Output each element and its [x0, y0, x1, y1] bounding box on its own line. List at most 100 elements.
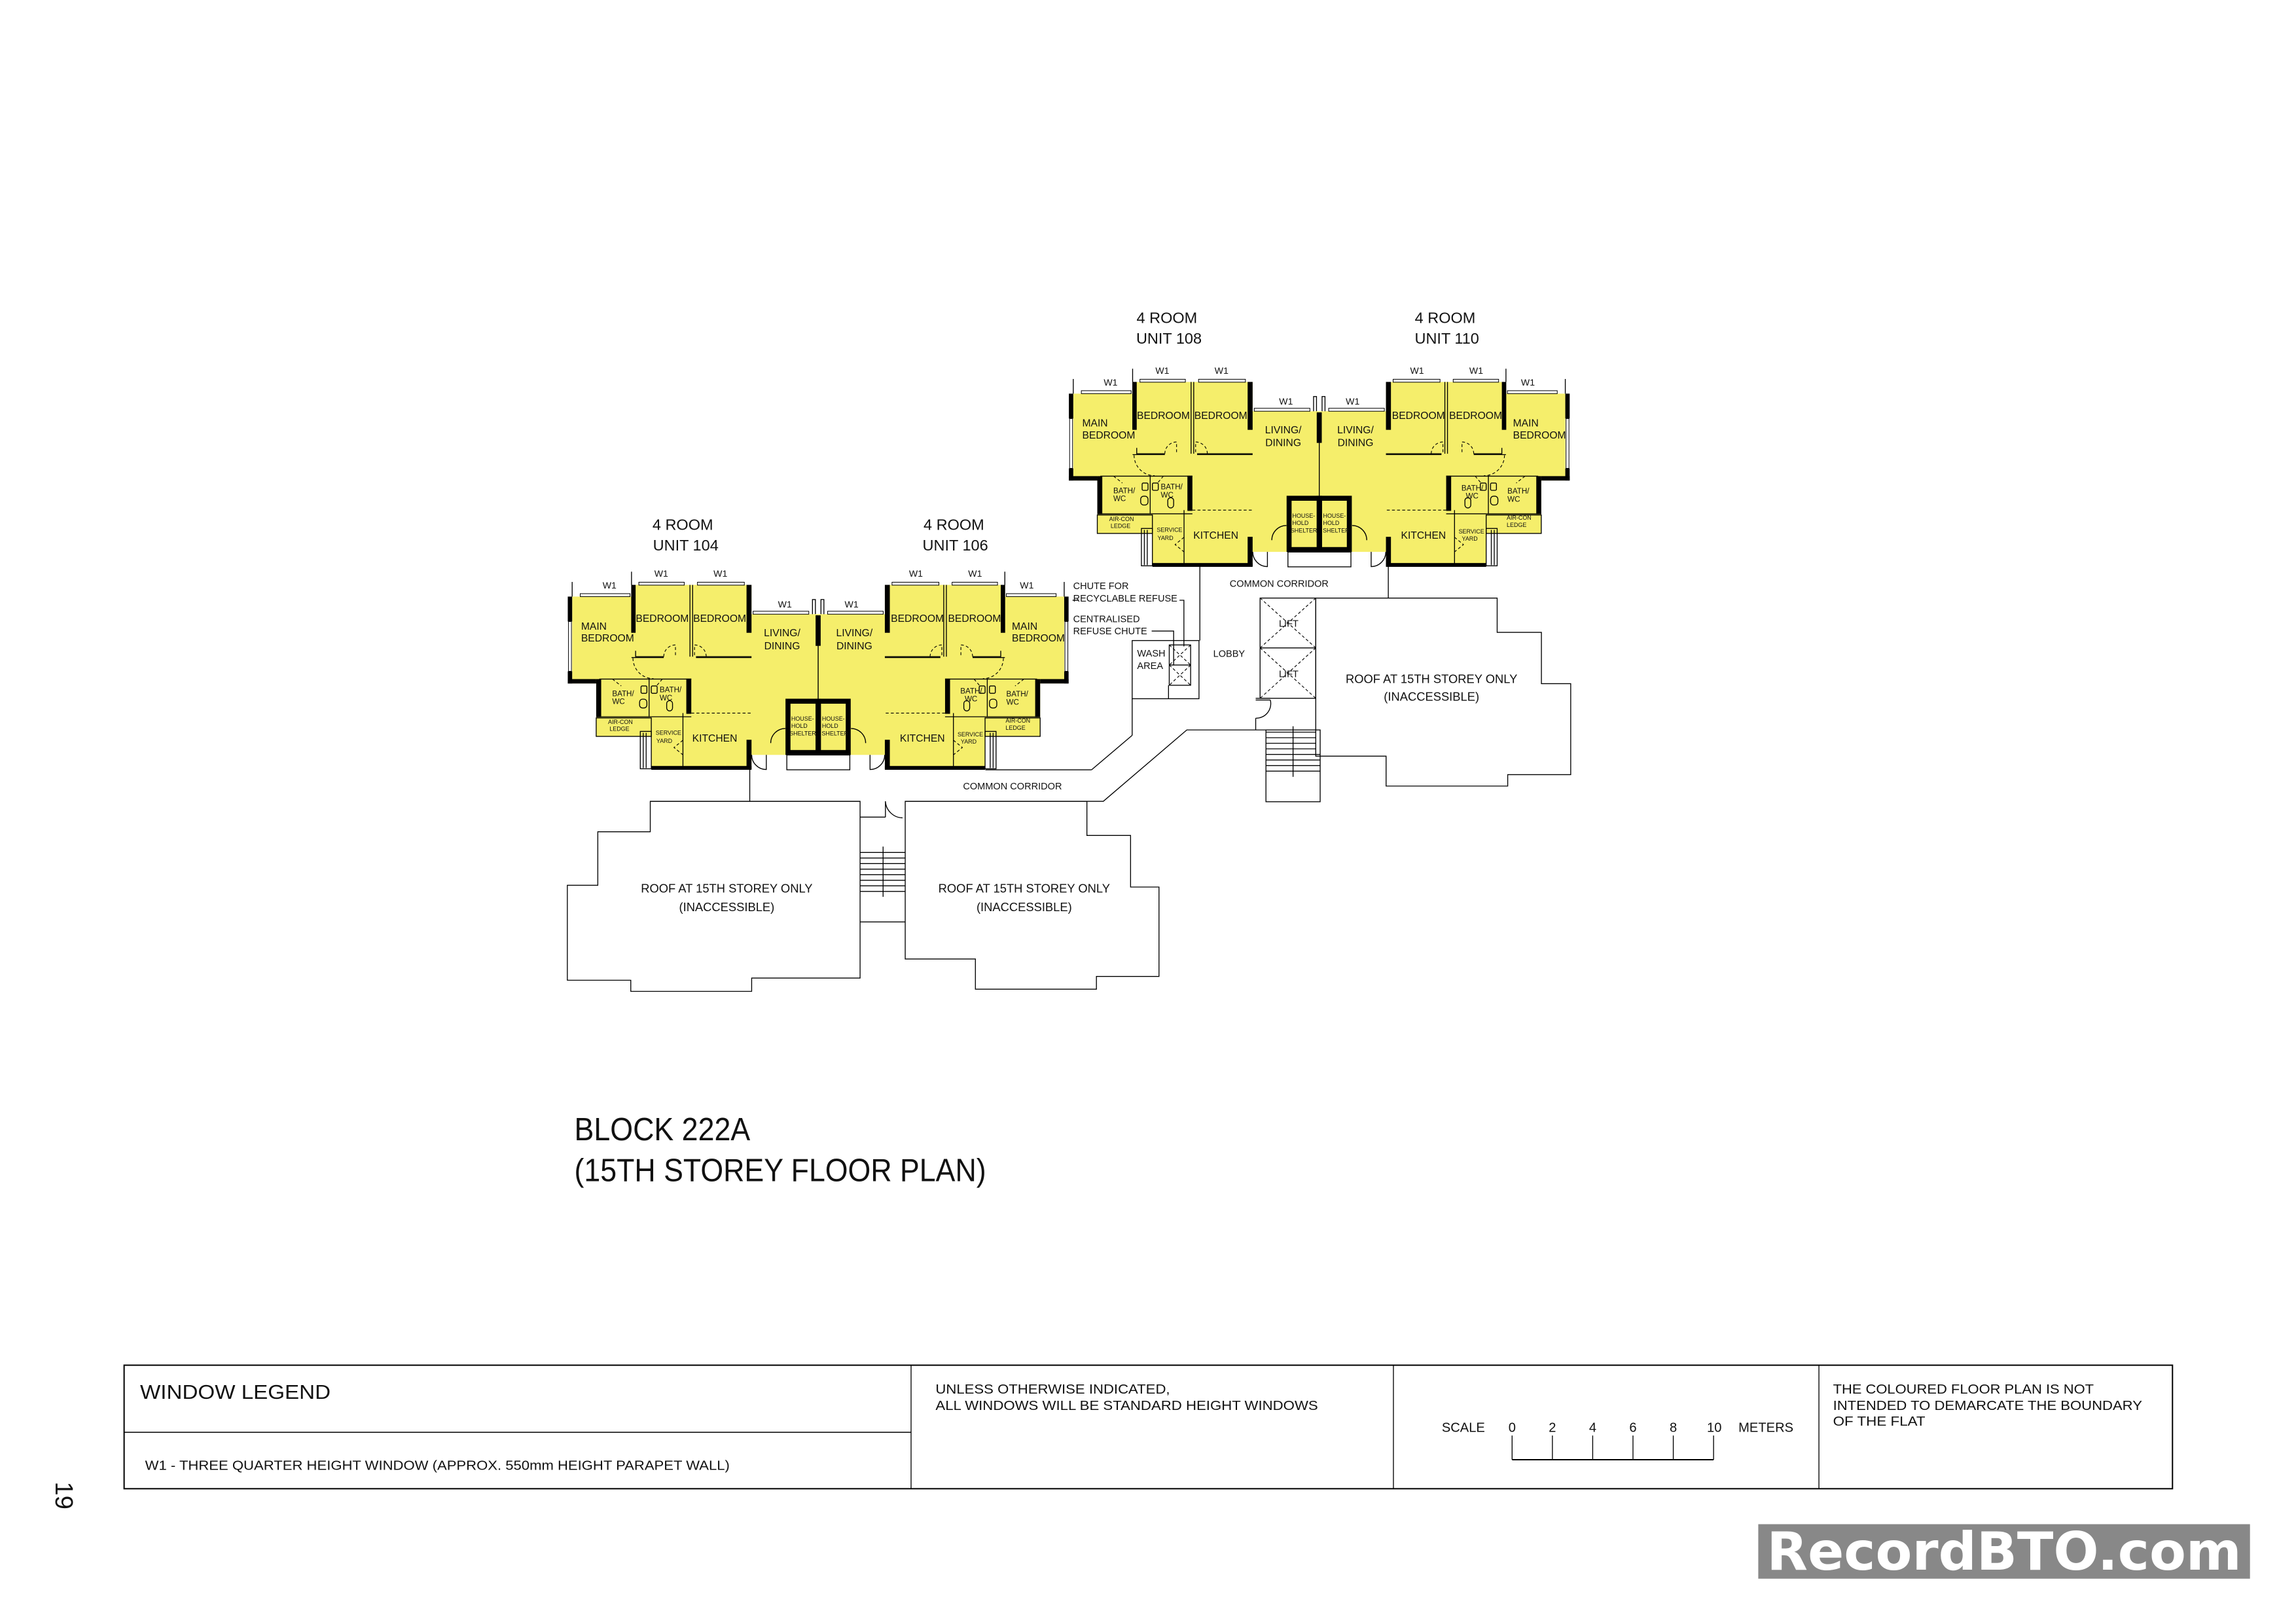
scale-tick-label: 0	[1509, 1420, 1516, 1435]
window-w1	[1393, 378, 1441, 383]
window-tag: W1	[1346, 396, 1359, 406]
room-label: BATH/	[612, 689, 634, 698]
roof-outline	[567, 801, 861, 992]
room-label: BEDROOM	[948, 613, 1001, 624]
room-label: WC	[1007, 698, 1019, 707]
room-label: DINING	[836, 641, 872, 652]
scale-tick-label: 10	[1707, 1420, 1721, 1435]
window-w1	[1253, 408, 1310, 412]
room-label: LIVING/	[764, 628, 800, 639]
unit-pair-block-upper: MAIN BEDROOM BEDROOM BEDROOM LIVING/ DIN…	[1069, 365, 1570, 568]
room-label: BATH/	[1007, 690, 1029, 698]
legend-box: WINDOW LEGEND W1 - THREE QUARTER HEIGHT …	[123, 1364, 2174, 1490]
unit-type-label: 4 ROOM	[653, 516, 713, 533]
unit-number-label: UNIT 106	[923, 537, 988, 554]
refuse-chute-label: CENTRALISED	[1073, 615, 1140, 625]
room-label: WC	[1466, 492, 1479, 501]
basin-icon	[1141, 482, 1149, 491]
window-w1	[1081, 390, 1132, 394]
page-number: 19	[50, 1482, 77, 1509]
window-tag: W1	[1215, 365, 1229, 376]
storey-title: (15TH STOREY FLOOR PLAN)	[575, 1153, 986, 1189]
room-label: HOLD	[1323, 520, 1340, 526]
room-label: BEDROOM	[1392, 410, 1445, 422]
room-label: BEDROOM	[1082, 430, 1135, 441]
room-label: WC	[612, 698, 624, 706]
window-w1	[1507, 390, 1558, 394]
window-w1	[580, 593, 631, 597]
staircase	[860, 801, 906, 923]
window-w1	[1328, 408, 1385, 412]
door-swing	[982, 658, 1004, 679]
door-swing	[1164, 441, 1177, 454]
entrance-door	[770, 728, 785, 744]
unit-number-label: UNIT 110	[1414, 330, 1479, 347]
room-label: MAIN	[1012, 621, 1037, 632]
wash-area-label: WASH	[1137, 649, 1165, 659]
room-label: SERVICE	[656, 730, 681, 736]
room-label: BEDROOM	[636, 613, 689, 624]
window-w1	[891, 581, 940, 586]
basin-icon	[1490, 482, 1498, 491]
room-label: DINING	[764, 641, 800, 652]
aircon-ledge-outline	[984, 717, 1041, 737]
window-tag: W1	[1103, 377, 1117, 388]
unit-floor-shapes	[1069, 369, 1322, 568]
window-tag: W1	[713, 568, 727, 579]
entrance-door	[851, 728, 867, 744]
scale-label: SCALE	[1442, 1420, 1485, 1435]
watermark: RecordBTO.com	[1758, 1521, 2250, 1583]
side-window	[1566, 418, 1570, 469]
scale-tick-label: 8	[1670, 1420, 1677, 1435]
aircon-ledge-outline	[1096, 514, 1153, 534]
roof-outline	[905, 801, 1160, 990]
railing	[984, 731, 997, 770]
room-label: BEDROOM	[891, 613, 944, 624]
roof-label: (INACCESSIBLE)	[1384, 689, 1479, 703]
room-label: BATH/	[1160, 482, 1183, 491]
lift-label: LIFT	[1279, 670, 1299, 680]
window-w1	[753, 611, 810, 615]
door-swing	[673, 740, 683, 755]
window-tag: W1	[909, 568, 923, 579]
room-label: SERVICE	[958, 731, 983, 738]
scale-bar	[1511, 1435, 1714, 1461]
room-label: KITCHEN	[1193, 530, 1238, 541]
side-window	[1064, 621, 1069, 672]
unit-floor-shapes-mirrored	[1316, 369, 1570, 568]
chute-label: RECYCLABLE REFUSE	[1073, 594, 1178, 604]
roof-label: ROOF AT 15TH STOREY ONLY	[939, 882, 1110, 895]
standard-window-note: ALL WINDOWS WILL BE STANDARD HEIGHT WIND…	[935, 1399, 1318, 1413]
room-label: LEDGE	[609, 726, 629, 732]
side-window	[1069, 418, 1073, 469]
room-label: SHELTER	[1291, 527, 1318, 533]
room-label: BEDROOM	[1513, 430, 1566, 441]
block-title: BLOCK 222A	[575, 1111, 751, 1147]
toilet-icon	[639, 698, 648, 709]
door-swing	[953, 740, 963, 755]
basin-icon	[1152, 482, 1159, 491]
lobby-label: LOBBY	[1213, 649, 1246, 660]
door-swing	[694, 644, 707, 657]
railing	[1141, 528, 1153, 567]
door-swing	[1174, 537, 1185, 552]
toilet-icon	[963, 700, 971, 712]
room-label: SERVICE	[1157, 527, 1182, 533]
room-label: HOUSE-	[791, 715, 814, 722]
disclaimer-text: OF THE FLAT	[1833, 1415, 1926, 1429]
door-swing	[1431, 441, 1444, 454]
room-label: WC	[965, 695, 977, 704]
room-label: SHELTER	[1323, 527, 1350, 533]
room-label: HOUSE-	[1293, 513, 1316, 519]
room-label: SHELTER	[821, 730, 848, 736]
room-label: AIR-CON	[1507, 514, 1532, 521]
entrance-door	[1352, 525, 1367, 541]
common-corridor-label: COMMON CORRIDOR	[1230, 579, 1329, 589]
door-swing	[632, 658, 654, 679]
room-label: HOLD	[791, 723, 808, 729]
room-label: WC	[1507, 496, 1520, 504]
room-label: LEDGE	[1507, 522, 1526, 528]
room-label: YARD	[1158, 535, 1174, 541]
wash-area-label: AREA	[1137, 661, 1163, 672]
